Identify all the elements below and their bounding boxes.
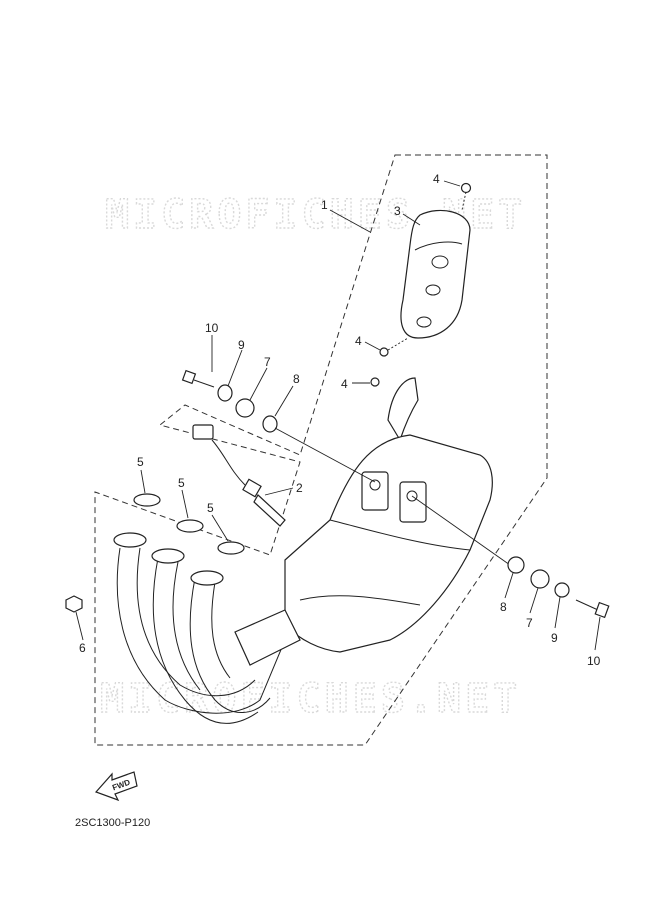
leader-right-mount <box>411 495 511 566</box>
collar-left <box>262 415 278 433</box>
exhaust-pipes <box>113 532 301 724</box>
muffler-body <box>284 377 493 653</box>
callout-5-a: 5 <box>137 455 144 469</box>
callout-4-top: 4 <box>433 172 440 186</box>
callout-2: 2 <box>296 481 303 495</box>
callout-7-left: 7 <box>264 355 271 369</box>
callout-8-right: 8 <box>500 600 507 614</box>
washer-left <box>217 384 233 402</box>
callout-5-b: 5 <box>178 476 185 490</box>
callout-10-left: 10 <box>205 321 219 335</box>
screw-mid <box>379 337 409 357</box>
bolt-right <box>575 599 610 619</box>
leader-left-mount <box>274 427 376 483</box>
collar-right <box>507 556 525 574</box>
callout-9-right: 9 <box>551 631 558 645</box>
diagram-code: 2SC1300-P120 <box>75 817 150 829</box>
assembly-boundary <box>94 154 548 746</box>
heat-protector <box>400 209 471 339</box>
bolt-left <box>181 369 215 388</box>
callout-3: 3 <box>394 204 401 218</box>
gasket-1 <box>133 493 161 507</box>
callout-leaders <box>75 180 601 651</box>
callout-4-mid: 4 <box>355 334 362 348</box>
damper-right <box>530 569 550 589</box>
callout-1: 1 <box>321 198 328 212</box>
screw-top <box>460 182 472 211</box>
damper-left <box>235 398 255 418</box>
o2-sensor <box>192 424 286 527</box>
gasket-2 <box>176 519 204 533</box>
callout-10-right: 10 <box>587 654 601 668</box>
callout-7-right: 7 <box>526 616 533 630</box>
gasket-3 <box>217 541 245 555</box>
washer-right <box>554 582 570 598</box>
callout-9-left: 9 <box>238 338 245 352</box>
watermark-bottom: MICROFICHES.NET <box>100 676 521 722</box>
callout-6: 6 <box>79 641 86 655</box>
callout-8-left: 8 <box>293 372 300 386</box>
callout-5-c: 5 <box>207 501 214 515</box>
screw-low <box>370 377 380 387</box>
fwd-arrow-icon: FWD <box>94 771 138 802</box>
callout-4-low: 4 <box>341 377 348 391</box>
nut <box>65 595 83 613</box>
